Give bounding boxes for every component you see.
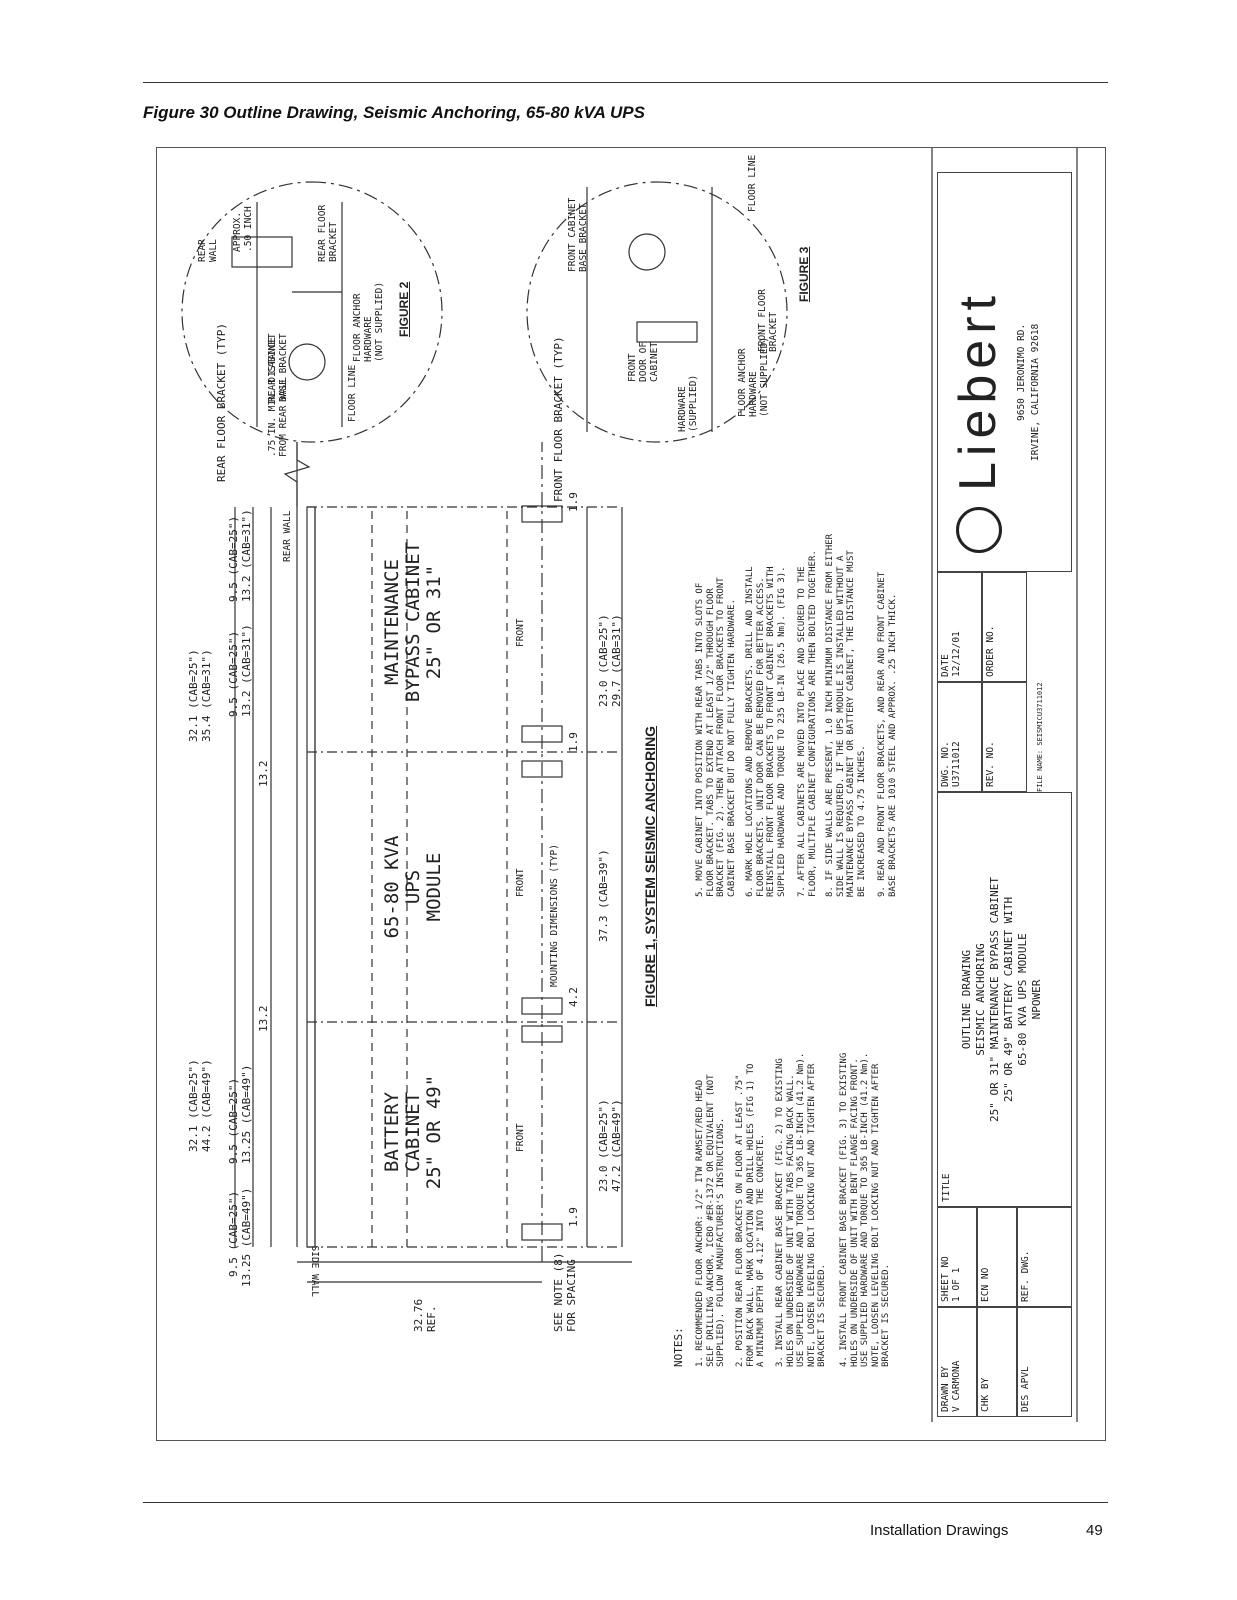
note-4: 4. INSTALL FRONT CABINET BASE BRACKET (F… [839, 1052, 891, 1367]
dim-label: 9.5 (CAB=25") [227, 630, 240, 717]
dim-label: 44.2 (CAB=49") [200, 1059, 213, 1152]
left-dim-label: 32.76 REF. [412, 1298, 438, 1332]
figure3-hardware: HARDWARE (SUPPLIED) [677, 374, 699, 432]
figure3-floor-line: FLOOR LINE [747, 154, 758, 212]
figure2-title: FIGURE 2 [397, 281, 411, 337]
company-name: Liebert [949, 290, 1007, 491]
title-cell: TITLE OUTLINE DRAWING SEISMIC ANCHORING … [937, 792, 1072, 1207]
note-1: 1. RECOMMENDED FLOOR ANCHOR: 1/2" ITW RA… [695, 1074, 726, 1367]
drawing-lineart [181, 148, 1078, 1422]
dim-label: 1.9 [567, 492, 580, 512]
dim-label: 1.9 [567, 1207, 580, 1227]
dim-label: 13.2 (CAB=31") [240, 624, 253, 717]
figure3-front-door: FRONT DOOR OF CABINET [627, 341, 660, 382]
note-9: 9. REAR AND FRONT FLOOR BRACKETS, AND RE… [877, 571, 898, 897]
dim-label: 9.5 (CAB=25") [227, 1077, 240, 1164]
rear-wall-label: REAR WALL [282, 510, 293, 562]
dwg-no-cell: DWG. NO. U3711012 [937, 682, 982, 792]
figure3-front-cabinet-bracket: FRONT CABINET BASE BRACKET [567, 197, 589, 272]
front-floor-bracket-callout: FRONT FLOOR BRACKET (TYP) [552, 336, 565, 502]
figure2-rear-cabinet-bracket: REAR CABINET BASE BRACKET [267, 333, 289, 402]
company-address-1: 9650 JERONIMO RD. [1016, 323, 1027, 421]
sheet-no-cell: SHEET NO 1 OF 1 [937, 1207, 977, 1307]
figure2-rear-wall: REAR WALL [197, 239, 219, 262]
figure3-floor-anchor: FLOOR ANCHOR HARDWARE (NOT SUPPLIED) [737, 336, 770, 417]
ups-module-label: 65-80 KVA UPS MODULE [381, 835, 445, 939]
notes-title: NOTES: [672, 1327, 685, 1367]
company-address-2: IRVINE, CALIFORNIA 92618 [1030, 323, 1041, 461]
note-3: 3. INSTALL REAR CABINET BASE BRACKET (FI… [775, 1052, 827, 1367]
footer-page-number: 49 [1086, 1522, 1103, 1539]
drawn-by-cell: DRAWN BY V CARMONA [937, 1307, 977, 1417]
header-rule [143, 82, 1108, 83]
note-2: 2. POSITION REAR FLOOR BRACKETS ON FLOOR… [735, 1063, 766, 1367]
dim-label: 32.1 (CAB=25") [187, 1059, 200, 1152]
chk-by-cell: CHK BY [977, 1307, 1017, 1417]
drawing-frame: BATTERY CABINET 25" OR 49" 65-80 KVA UPS… [156, 147, 1106, 1441]
file-name: FILE NAME: SEISMICU3711012 [1036, 682, 1044, 792]
dim-label: MOUNTING DIMENSIONS (TYP) [549, 844, 560, 987]
figure2-approx: APPROX. .50 INCH [232, 206, 254, 252]
note-6: 6. MARK HOLE LOCATIONS AND REMOVE BRACKE… [745, 566, 787, 897]
figure3-title: FIGURE 3 [797, 246, 811, 302]
drawing-canvas: BATTERY CABINET 25" OR 49" 65-80 KVA UPS… [157, 148, 1105, 1440]
date-cell: DATE 12/12/01 [937, 572, 982, 682]
see-note-label: SEE NOTE (8) FOR SPACING [552, 1252, 578, 1332]
footer-rule [143, 1502, 1108, 1503]
ref-dwg-cell: REF. DWG. [1017, 1207, 1072, 1307]
bypass-cabinet-label: MAINTENANCE BYPASS CABINET 25" OR 31" [381, 541, 445, 703]
front-label: FRONT [515, 618, 526, 647]
footer-section-title: Installation Drawings [870, 1522, 1009, 1539]
order-no-cell: ORDER NO. [982, 572, 1027, 682]
company-cell: Liebert 9650 JERONIMO RD. IRVINE, CALIFO… [937, 172, 1072, 572]
dim-label: 29.7 (CAB=31") [610, 614, 623, 707]
figure2-rear-floor-bracket: REAR FLOOR BRACKET [317, 204, 339, 262]
rear-floor-bracket-callout: REAR FLOOR BRACKET (TYP) [215, 323, 228, 482]
dim-label: 23.0 (CAB=25") [597, 1099, 610, 1192]
dim-label: 9.5 (CAB=25") [227, 515, 240, 602]
battery-cabinet-label: BATTERY CABINET 25" OR 49" [381, 1074, 445, 1190]
dim-label: 23.0 (CAB=25") [597, 614, 610, 707]
figure2-floor-anchor: FLOOR ANCHOR HARDWARE (NOT SUPPLIED) [352, 281, 385, 362]
note-7: 7. AFTER ALL CABINETS ARE MOVED INTO PLA… [797, 550, 818, 897]
liebert-logo-icon [956, 507, 1002, 553]
dim-label: 47.2 (CAB=49") [610, 1099, 623, 1192]
dim-label: 13.2 (CAB=31") [240, 509, 253, 602]
rev-no-cell: REV. NO. [982, 682, 1027, 792]
front-label: FRONT [515, 868, 526, 897]
dim-label: 13.25 (CAB=49") [240, 1187, 253, 1287]
dim-label: 9.5 (CAB=25") [227, 1190, 240, 1277]
note-8: 8. IF SIDE WALLS ARE PRESENT, 1.0 INCH M… [825, 533, 867, 897]
front-label: FRONT [515, 1123, 526, 1152]
dim-label: 35.4 (CAB=31") [200, 649, 213, 742]
dim-label: 4.2 [567, 987, 580, 1007]
dim-label: 37.3 (CAB=39") [597, 849, 610, 942]
ecn-no-cell: ECN NO [977, 1207, 1017, 1307]
note-5: 5. MOVE CABINET INTO POSITION WITH REAR … [695, 577, 737, 897]
dim-label: 13.2 [257, 1005, 270, 1033]
des-apvl-cell: DES APVL [1017, 1307, 1072, 1417]
figure-caption: Figure 30 Outline Drawing, Seismic Ancho… [143, 103, 645, 122]
figure1-title: FIGURE 1, SYSTEM SEISMIC ANCHORING [642, 725, 658, 1007]
dim-label: 32.1 (CAB=25") [187, 649, 200, 742]
dim-label: 1.9 [567, 732, 580, 752]
side-wall-label: SIDE WALL [309, 1245, 320, 1297]
figure2-floor-line: FLOOR LINE [347, 364, 358, 422]
dim-label: 13.2 [257, 760, 270, 788]
dim-label: 13.25 (CAB=49") [240, 1064, 253, 1164]
